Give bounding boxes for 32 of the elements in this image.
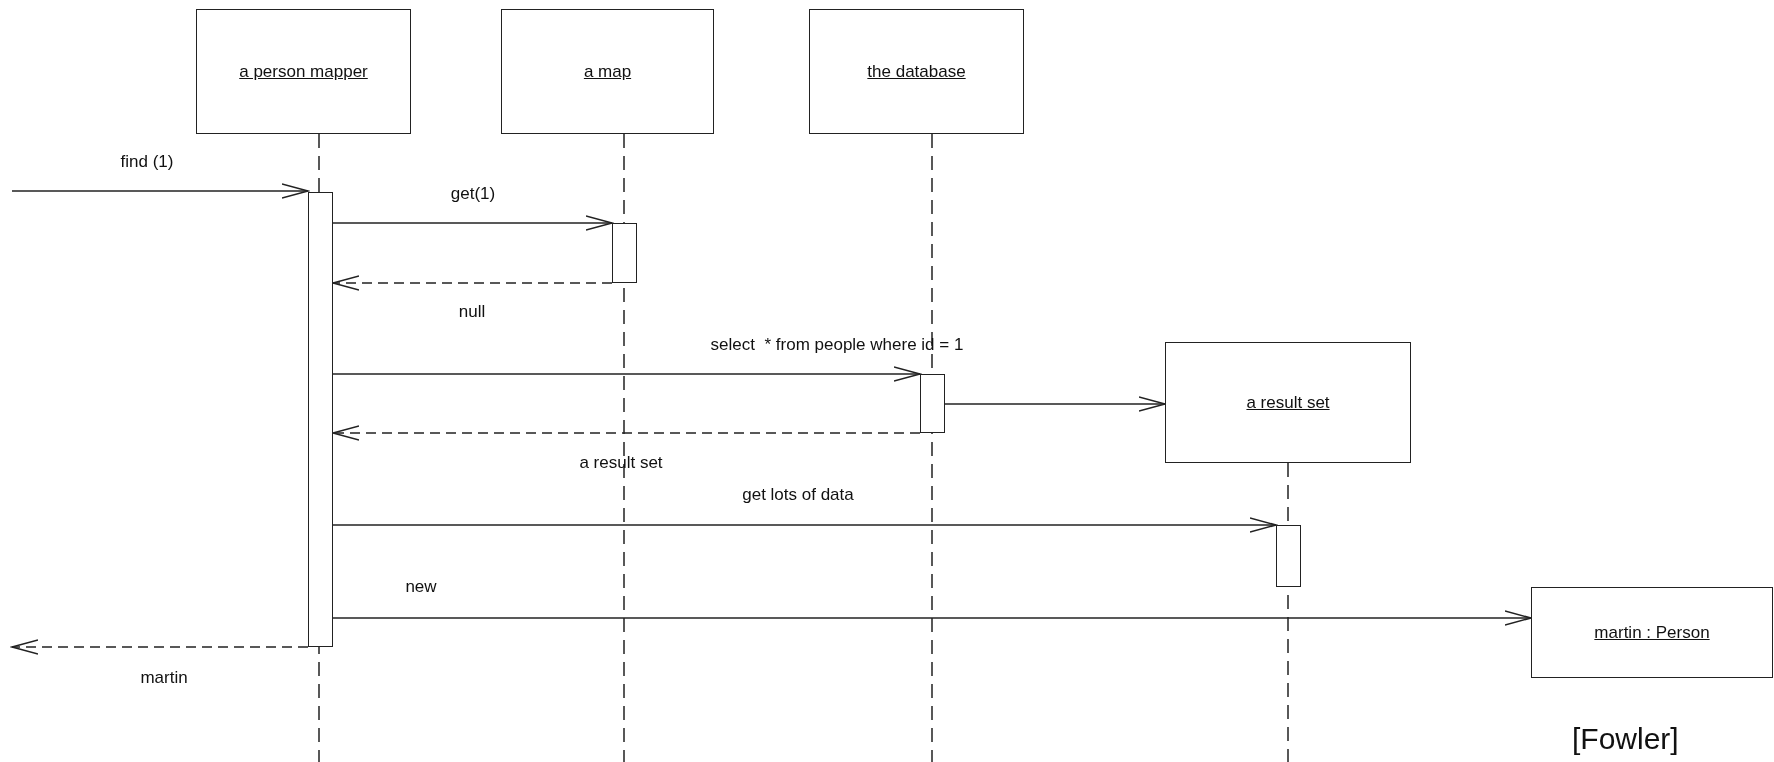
activation-bar — [612, 223, 637, 283]
object-name: a map — [583, 61, 632, 82]
message-arrow — [332, 215, 613, 231]
object-name: the database — [867, 61, 966, 82]
object-name: a person mapper — [239, 61, 368, 82]
object-box — [196, 9, 411, 134]
message-label: martin — [140, 668, 188, 688]
return-arrow — [332, 275, 613, 291]
citation-text: [Fowler] — [1572, 722, 1679, 756]
object-box — [1531, 587, 1773, 678]
message-arrow — [332, 517, 1277, 533]
message-label: get(1) — [450, 184, 496, 204]
message-label: null — [458, 302, 486, 322]
message-arrow — [332, 366, 921, 382]
object-name: a result set — [1246, 392, 1330, 413]
object-name: martin : Person — [1594, 622, 1710, 643]
message-label: get lots of data — [742, 485, 854, 505]
activation-bar — [1276, 525, 1301, 587]
message-arrow — [332, 610, 1532, 626]
activation-bar — [920, 374, 945, 433]
message-label: a result set — [579, 453, 663, 473]
return-arrow — [332, 425, 921, 441]
message-arrow — [11, 183, 309, 199]
object-box — [809, 9, 1024, 134]
return-arrow — [11, 639, 309, 655]
message-arrow — [944, 396, 1166, 412]
object-box — [501, 9, 714, 134]
object-box — [1165, 342, 1411, 463]
message-label: find (1) — [120, 152, 174, 172]
message-label: select * from people where id = 1 — [710, 335, 964, 355]
message-label: new — [405, 577, 437, 597]
activation-bar — [308, 192, 333, 647]
